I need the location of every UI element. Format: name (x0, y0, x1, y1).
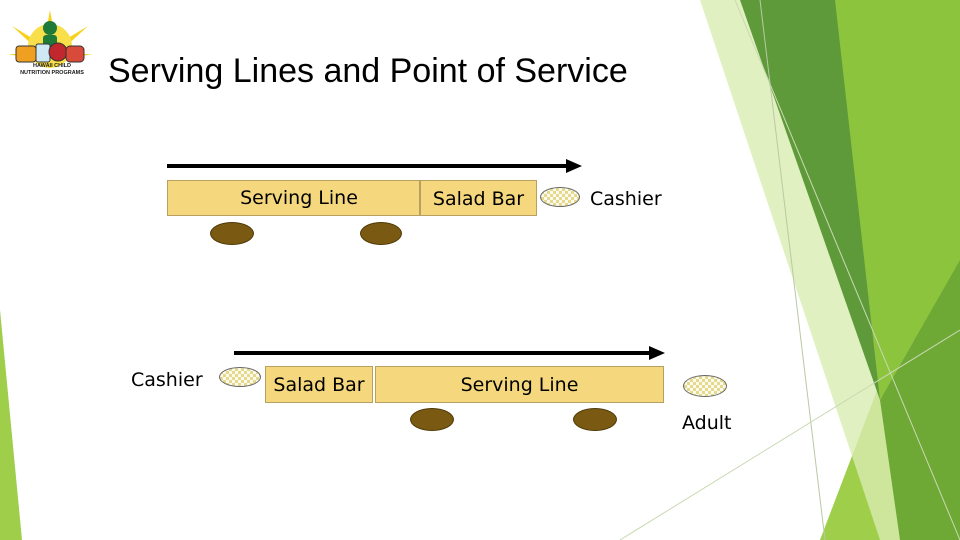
top-serving-line-label: Serving Line (167, 187, 431, 209)
top-flow-arrow-head (566, 159, 582, 173)
top-server-marker-1-icon (210, 222, 254, 245)
bottom-salad-bar-label: Salad Bar (265, 374, 373, 396)
bottom-server-marker-1-icon (410, 408, 454, 431)
adult-marker-icon (683, 375, 727, 397)
top-cashier-label: Cashier (590, 188, 662, 210)
top-salad-bar-label: Salad Bar (420, 188, 537, 210)
bottom-cashier-marker-icon (219, 367, 261, 387)
top-cashier-marker-icon (540, 187, 580, 207)
bottom-cashier-label: Cashier (131, 369, 203, 391)
bottom-flow-arrow-head (649, 346, 665, 360)
adult-label: Adult (682, 412, 732, 434)
bottom-server-marker-2-icon (573, 408, 617, 431)
bottom-serving-line-label: Serving Line (375, 374, 664, 396)
top-server-marker-2-icon (360, 222, 402, 245)
